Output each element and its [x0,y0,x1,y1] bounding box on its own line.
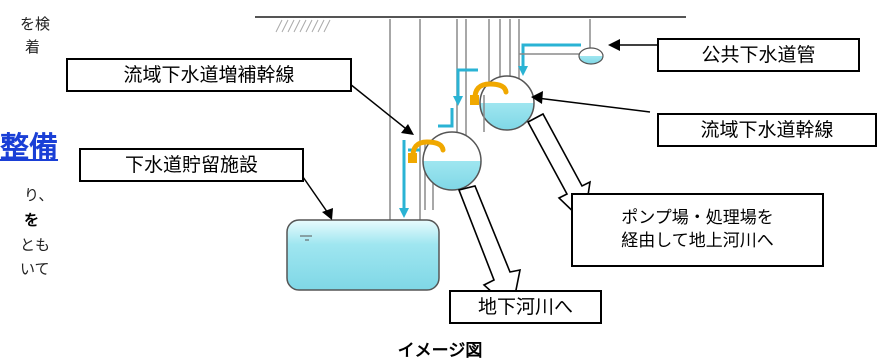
public-sewer-pipe [519,19,604,65]
label-pump-station: ポンプ場・処理場を 経由して地上河川へ [571,193,824,267]
label-trunk-line: 流域下水道幹線 [657,113,877,147]
text-fragment-1: を検 [20,15,51,33]
label-storage-facility: 下水道貯留施設 [79,148,304,182]
label-pump-line2: 経由して地上河川へ [621,231,774,251]
flow-arrows [402,43,581,210]
text-fragment-3: り、 [24,186,54,204]
label-public-sewer: 公共下水道管 [657,38,860,72]
trunk-line-pipe [479,75,535,132]
storage-tank [286,219,440,291]
text-fragment-5: とも [20,236,51,254]
text-fragment-6: いて [20,260,50,278]
text-fragment-2: 着 [25,38,41,56]
diagram-caption: イメージ図 [397,341,483,361]
label-reinforcement-trunk: 流域下水道増補幹線 [66,58,352,92]
ground-surface [255,16,686,33]
pump-icon [408,139,446,163]
section-heading-fragment: 整備 [0,130,59,164]
reinforcement-trunk-pipe [422,131,482,191]
text-fragment-4: を [24,211,40,229]
pump-icon [470,81,509,105]
label-pump-line1: ポンプ場・処理場を [621,208,774,228]
flow-arrowheads [399,66,528,218]
label-underground-river: 地下河川へ [449,290,602,324]
leader-lines [302,44,660,217]
leader-arrowheads [322,39,620,220]
